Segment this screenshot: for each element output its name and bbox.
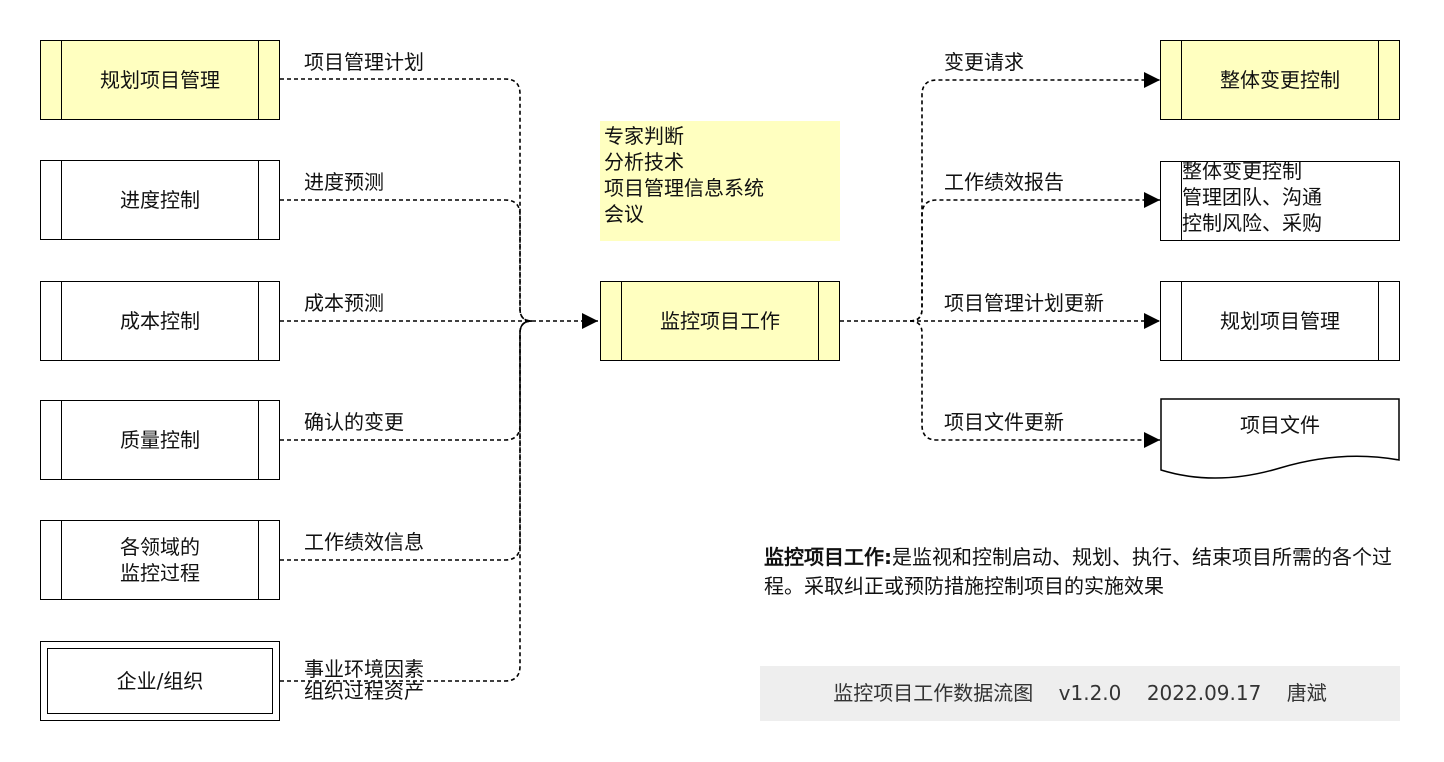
box-center-process: 监控项目工作 xyxy=(600,281,840,361)
flow-line-reports xyxy=(909,192,1160,322)
box-report-recipients: 整体变更控制 管理团队、沟通 控制风险、采购 xyxy=(1160,161,1400,241)
flow-line-quality xyxy=(280,320,533,441)
flow-label-doc-update: 项目文件更新 xyxy=(944,410,1064,434)
box-plan-update-label: 规划项目管理 xyxy=(1220,309,1340,333)
box-planning-label: 规划项目管理 xyxy=(100,68,220,92)
box-project-docs-label: 项目文件 xyxy=(1240,413,1320,437)
tools-techniques: 专家判断 分析技术 项目管理信息系统 会议 xyxy=(600,121,840,241)
document-shape xyxy=(1160,398,1400,479)
flow-label-domains: 工作绩效信息 xyxy=(304,530,424,554)
box-cost: 成本控制 xyxy=(40,281,280,361)
flow-line-change-request xyxy=(909,72,1160,322)
box-domains: 各领域的 监控过程 xyxy=(40,520,280,600)
box-enterprise: 企业/组织 xyxy=(40,641,280,721)
description-term: 监控项目工作: xyxy=(764,545,892,569)
box-schedule: 进度控制 xyxy=(40,160,280,240)
box-change-control-label: 整体变更控制 xyxy=(1220,68,1340,92)
flow-line-planning xyxy=(280,78,533,322)
flow-label-plan-update: 项目管理计划更新 xyxy=(944,291,1104,315)
flow-line-enterprise xyxy=(280,320,533,682)
box-enterprise-label: 企业/组织 xyxy=(116,669,204,693)
box-domains-label: 各领域的 监控过程 xyxy=(120,535,200,585)
box-quality-label: 质量控制 xyxy=(120,428,200,452)
box-report-recipients-label: 整体变更控制 管理团队、沟通 控制风险、采购 xyxy=(1182,161,1322,235)
flow-label-change-request: 变更请求 xyxy=(944,50,1024,74)
box-quality: 质量控制 xyxy=(40,400,280,480)
footer-caption: 监控项目工作数据流图 v1.2.0 2022.09.17 唐斌 xyxy=(760,666,1400,721)
box-change-control: 整体变更控制 xyxy=(1160,40,1400,120)
box-schedule-label: 进度控制 xyxy=(120,188,200,212)
box-plan-update: 规划项目管理 xyxy=(1160,281,1400,361)
flow-label-enterprise: 事业环境因素 组织过程资产 xyxy=(304,657,424,703)
flow-label-cost: 成本预测 xyxy=(304,291,384,315)
flow-label-reports: 工作绩效报告 xyxy=(944,170,1064,194)
flow-label-quality: 确认的变更 xyxy=(304,410,404,434)
flow-label-planning: 项目管理计划 xyxy=(304,50,424,74)
box-center-label: 监控项目工作 xyxy=(660,309,780,333)
description-text: 是监视和控制启动、规划、执行、结束项目所需的各个过程。采取纠正或预防措施控制项目… xyxy=(764,545,1392,598)
box-cost-label: 成本控制 xyxy=(120,309,200,333)
box-planning: 规划项目管理 xyxy=(40,40,280,120)
flow-label-schedule: 进度预测 xyxy=(304,170,384,194)
process-description: 监控项目工作:是监视和控制启动、规划、执行、结束项目所需的各个过程。采取纠正或预… xyxy=(764,543,1404,601)
